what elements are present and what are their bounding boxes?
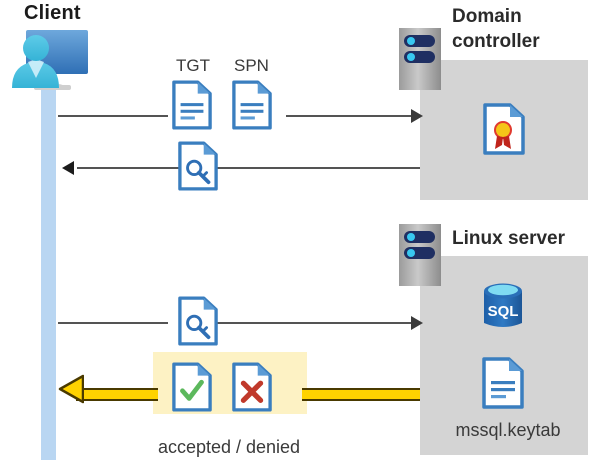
tgt-label: TGT	[176, 56, 210, 75]
user-monitor-icon	[12, 30, 88, 90]
document-lines-icon-keytab	[482, 357, 524, 409]
client-lifeline	[41, 60, 56, 460]
spn-label: SPN	[234, 56, 269, 75]
document-lines-icon-spn	[232, 80, 272, 130]
document-x-icon-denied	[232, 362, 272, 412]
arrowhead-to-linux-server	[411, 316, 423, 330]
arrowhead-to-client-ticket	[62, 161, 74, 175]
gold-connector-left	[76, 388, 158, 401]
document-lines-icon-tgt	[172, 80, 212, 130]
document-check-icon-accepted	[172, 362, 212, 412]
document-key-icon-service-ticket	[178, 296, 218, 346]
gold-arrowhead-to-client	[58, 374, 84, 404]
linux-server-label: Linux server	[452, 228, 565, 249]
connector-dc-reply-left	[77, 167, 182, 169]
sql-database-icon: SQL	[484, 283, 522, 327]
connector-client-to-tgt	[58, 115, 168, 117]
domain-controller-label: Domain controller	[452, 6, 540, 52]
connector-dc-reply-right	[216, 167, 420, 169]
server-rack-icon-linux-server	[399, 224, 441, 286]
connector-spn-to-dc	[286, 115, 419, 117]
connector-client-to-key	[58, 322, 168, 324]
gold-connector-right	[302, 388, 420, 401]
server-rack-icon-domain-controller	[399, 28, 441, 90]
svg-text:SQL: SQL	[488, 303, 519, 320]
mssql-keytab-label: mssql.keytab	[455, 420, 561, 440]
connector-key-to-linux	[216, 322, 419, 324]
document-key-icon-ticket	[178, 141, 218, 191]
arrowhead-to-domain-controller	[411, 109, 423, 123]
accepted-denied-label: accepted / denied	[157, 437, 301, 457]
certificate-document-icon	[483, 103, 525, 155]
client-label: Client	[24, 2, 81, 24]
